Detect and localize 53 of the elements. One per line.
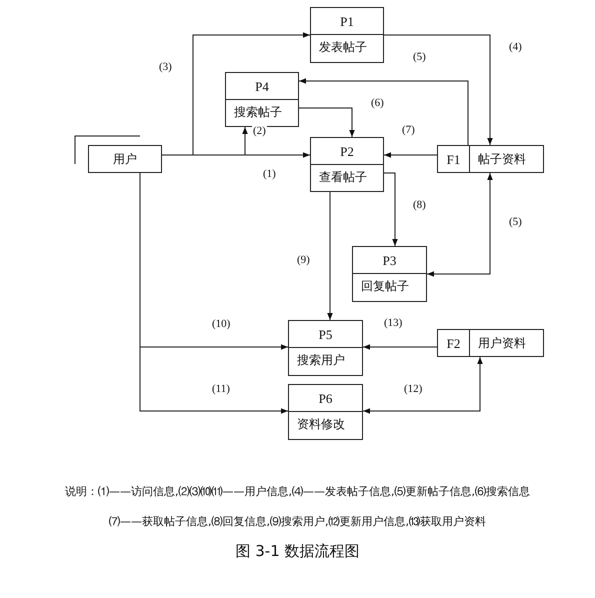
process-id: P3 (382, 254, 398, 267)
external-entity-box (88, 145, 162, 173)
arrow (298, 108, 355, 138)
process-box (225, 72, 299, 127)
process-name: 发表帖子 (319, 41, 367, 53)
process-id: P5 (318, 328, 334, 341)
edge-label: (6) (370, 97, 385, 110)
arrow (426, 172, 493, 277)
data-store-box (437, 145, 544, 173)
process-name: 搜索帖子 (234, 106, 282, 118)
legend-note: 说明：⑴——访问信息,⑵⑶⑽⑾——用户信息,⑷——发表帖子信息,⑸更新帖子信息,⑹搜索信息 (64, 484, 531, 499)
store-name: 帖子资料 (478, 153, 526, 165)
edge-label: (2) (252, 125, 267, 138)
arrow (362, 356, 483, 414)
process-box (310, 137, 384, 192)
arrow (384, 34, 493, 146)
process-name: 回复帖子 (361, 280, 409, 292)
legend-note: ⑺——获取帖子信息,⑻回复信息,⑼搜索用户,⑿更新用户信息,⒀获取用户资料 (108, 514, 487, 529)
edge-label: (11) (211, 383, 231, 396)
process-name: 资料修改 (297, 418, 345, 430)
store-name: 用户资料 (478, 337, 526, 349)
store-id: F2 (446, 337, 462, 350)
arrow (384, 152, 438, 158)
edge-label: (10) (211, 318, 232, 330)
process-box (352, 246, 427, 302)
process-name: 搜索用户 (297, 354, 345, 366)
edge-label: (5) (508, 216, 523, 228)
process-id: P1 (339, 15, 355, 28)
edge-label: (5) (412, 51, 427, 64)
arrow (384, 172, 398, 246)
edge-label: (4) (508, 41, 523, 54)
edge-label: (1) (262, 168, 277, 180)
arrow (362, 344, 438, 350)
process-id: P6 (318, 392, 334, 405)
data-store-box (437, 329, 544, 357)
edge-label: (9) (296, 254, 311, 266)
process-id: P4 (254, 80, 270, 93)
process-box (310, 7, 384, 63)
store-id: F1 (446, 153, 462, 166)
edge-label: (3) (158, 61, 173, 74)
edge-label: (13) (383, 317, 404, 330)
process-box (288, 320, 363, 376)
process-name: 查看帖子 (319, 171, 367, 183)
arrow (327, 192, 333, 320)
edge-label: (7) (401, 124, 416, 136)
arrow (298, 78, 468, 146)
edge-label: (8) (412, 199, 427, 212)
entity-name: 用户 (112, 153, 138, 165)
process-id: P2 (339, 145, 355, 158)
figure-caption: 图 3-1 数据流程图 (234, 542, 361, 561)
arrow (162, 32, 310, 156)
edge-label: (12) (403, 383, 424, 396)
process-box (288, 384, 363, 440)
